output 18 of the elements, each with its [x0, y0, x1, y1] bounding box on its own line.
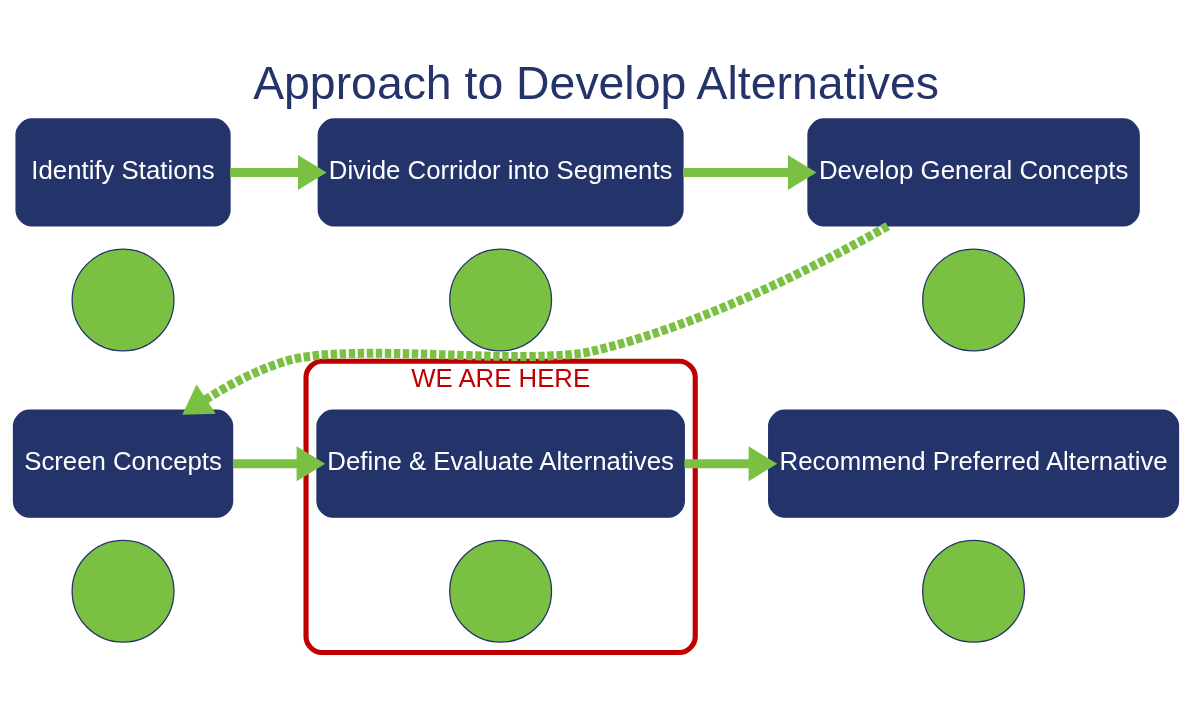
node-box: Develop General Concepts	[807, 118, 1140, 227]
node-circle	[449, 248, 553, 352]
node-circle	[71, 539, 175, 643]
node-box: Divide Corridor into Segments	[317, 118, 684, 227]
node-box: Define & Evaluate Alternatives	[316, 409, 685, 518]
node-box: Recommend Preferred Alternative	[768, 409, 1180, 518]
arrow	[182, 222, 890, 415]
arrow	[684, 446, 778, 482]
node-box: Screen Concepts	[12, 409, 234, 518]
node-circle	[922, 248, 1026, 352]
arrow	[232, 446, 326, 482]
node-circle	[449, 539, 553, 643]
node-circle	[922, 539, 1026, 643]
arrow	[683, 154, 817, 191]
node-box: Identify Stations	[15, 118, 231, 227]
diagram-title: Approach to Develop Alternatives	[253, 57, 939, 110]
node-circle	[71, 248, 175, 352]
arrow	[230, 154, 327, 191]
